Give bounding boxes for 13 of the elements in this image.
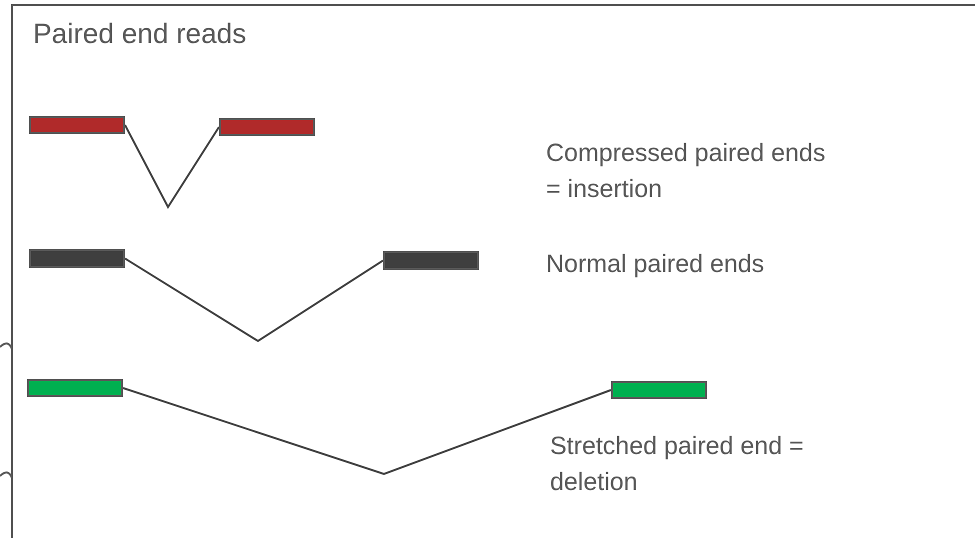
read-bar [29, 116, 125, 134]
read-bar [219, 118, 315, 136]
title: Paired end reads [33, 18, 246, 50]
annotation-text: Normal paired ends [546, 249, 766, 280]
read-bar [383, 251, 479, 270]
connector-line [124, 258, 384, 342]
read-bar [27, 379, 123, 397]
annotation-text: Stretched paired end = deletion [550, 431, 805, 498]
connector-line [124, 124, 220, 209]
read-bar [611, 381, 707, 399]
annotation-text: Compressed paired ends = insertion [546, 138, 826, 205]
read-bar [29, 249, 125, 268]
connector-line [122, 387, 612, 476]
